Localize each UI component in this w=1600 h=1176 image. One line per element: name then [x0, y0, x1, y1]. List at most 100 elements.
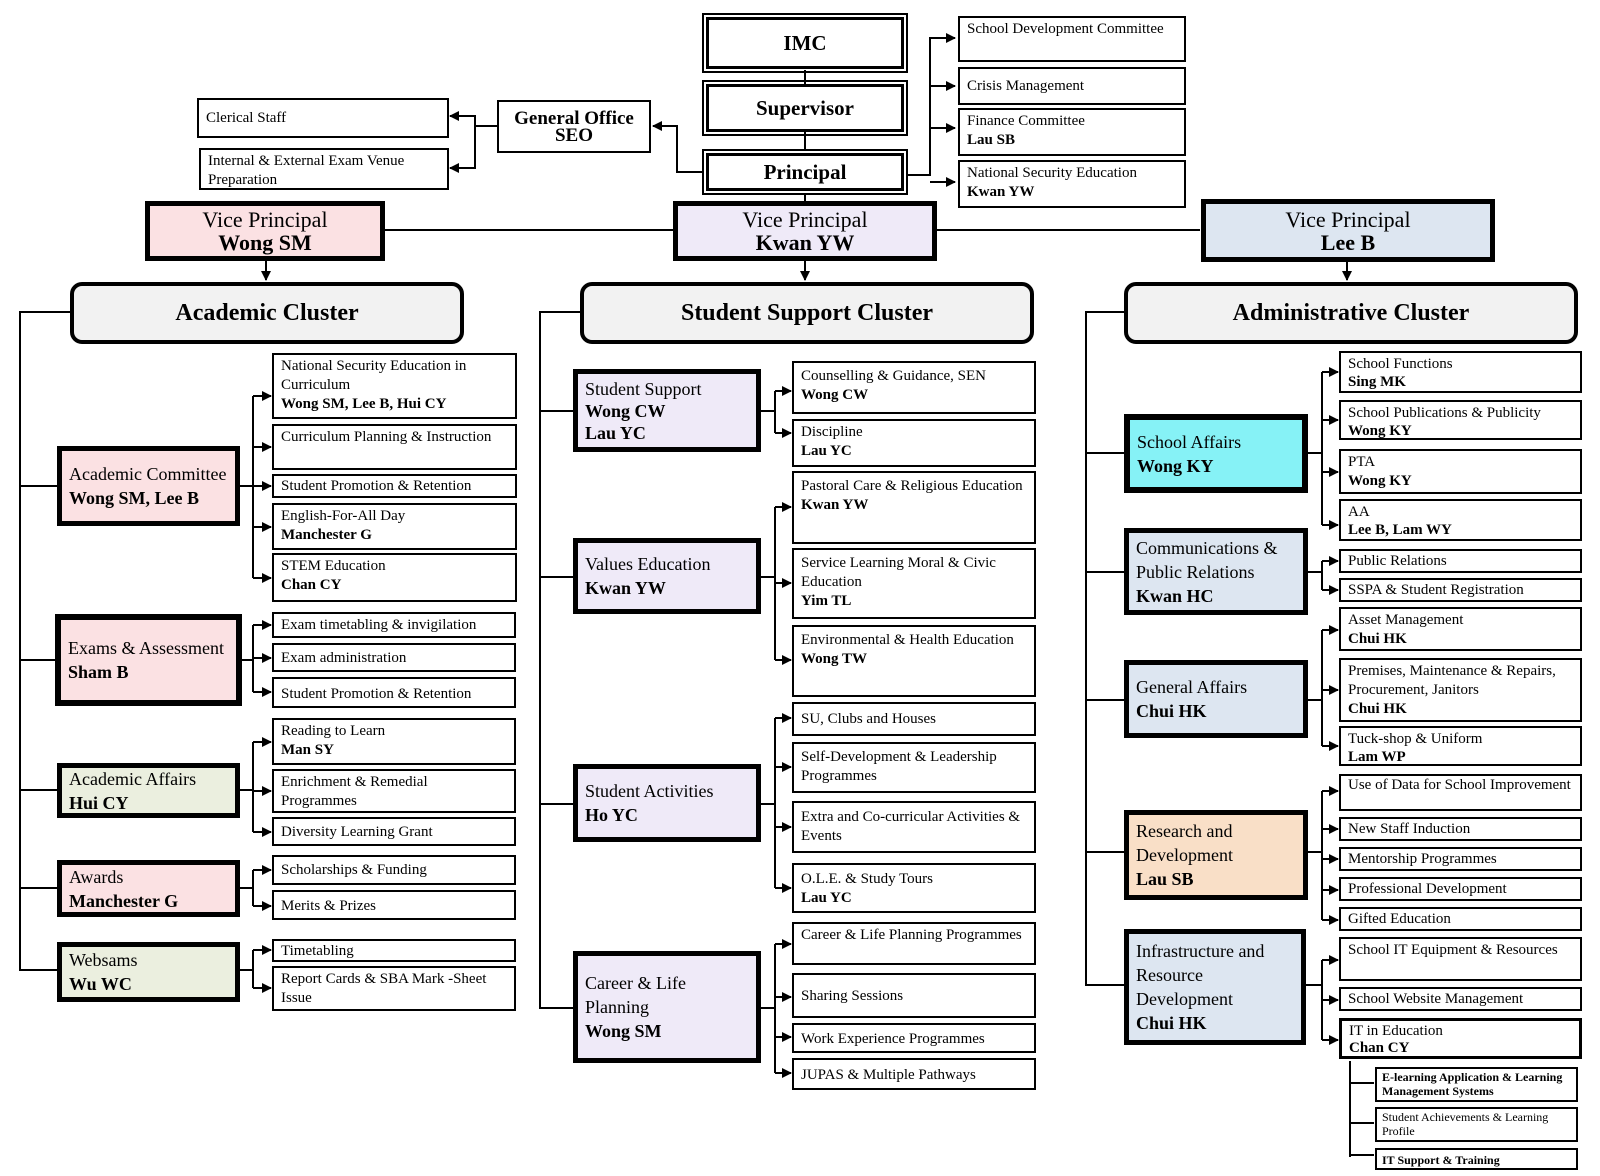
- admin-item[interactable]: Public Relations: [1339, 549, 1582, 573]
- group-lead: Wong SM, Lee B: [69, 488, 200, 508]
- item-label: Service Learning Moral & Civic Education: [801, 555, 996, 590]
- committee-school-development[interactable]: School Development Committee: [958, 16, 1186, 62]
- item-person: Sing MK: [1348, 374, 1406, 390]
- exam-venue-box[interactable]: Internal & External Exam Venue Preparati…: [199, 148, 449, 190]
- admin-cluster-header[interactable]: Administrative Cluster: [1124, 282, 1578, 344]
- item-person: Chan CY: [281, 577, 342, 593]
- support-item[interactable]: SU, Clubs and Houses: [792, 702, 1036, 736]
- admin-item[interactable]: Gifted Education: [1339, 907, 1582, 931]
- item-person: Lau YC: [801, 443, 852, 459]
- group-lead: Wong KY: [1137, 455, 1214, 476]
- item-label: Sharing Sessions: [801, 988, 904, 1004]
- admin-item[interactable]: New Staff Induction: [1339, 817, 1582, 841]
- academic-item[interactable]: Timetabling: [272, 939, 516, 962]
- academic-item[interactable]: Student Promotion & Retention: [272, 677, 516, 708]
- item-label: Premises, Maintenance & Repairs, Procure…: [1348, 663, 1556, 698]
- group-title: Infrastructure and Resource Development: [1136, 941, 1265, 1009]
- principal-box[interactable]: Principal: [702, 149, 908, 195]
- it-sub-item[interactable]: IT Support & Training: [1375, 1148, 1578, 1170]
- academic-item[interactable]: Exam administration: [272, 643, 516, 672]
- support-item[interactable]: Self-Development & Leadership Programmes: [792, 742, 1036, 793]
- committee-crisis-management[interactable]: Crisis Management: [958, 67, 1186, 105]
- support-item[interactable]: Career & Life Planning Programmes: [792, 922, 1036, 965]
- imc-label: IMC: [783, 30, 827, 55]
- clerical-staff-box[interactable]: Clerical Staff: [197, 98, 449, 138]
- supervisor-box[interactable]: Supervisor: [702, 80, 908, 136]
- admin-item[interactable]: Premises, Maintenance & Repairs, Procure…: [1339, 658, 1582, 722]
- item-label: National Security Education in Curriculu…: [281, 358, 467, 393]
- group-lead: Lau SB: [1136, 869, 1194, 889]
- imc-box[interactable]: IMC: [702, 13, 908, 73]
- admin-item[interactable]: Use of Data for School Improvement: [1339, 774, 1582, 811]
- admin-item[interactable]: SSPA & Student Registration: [1339, 578, 1582, 602]
- academic-item[interactable]: National Security Education in Curriculu…: [272, 353, 517, 419]
- item-label: English-For-All Day: [281, 508, 406, 524]
- sub-item-label: Student Achievements & Learning Profile: [1382, 1110, 1549, 1138]
- support-item[interactable]: Sharing Sessions: [792, 973, 1036, 1018]
- support-item[interactable]: Service Learning Moral & Civic Education…: [792, 548, 1036, 619]
- support-item[interactable]: Work Experience Programmes: [792, 1023, 1036, 1053]
- academic-cluster-header[interactable]: Academic Cluster: [70, 282, 464, 344]
- item-label: Student Promotion & Retention: [281, 686, 472, 702]
- support-item[interactable]: Extra and Co-curricular Activities & Eve…: [792, 801, 1036, 853]
- item-label: Diversity Learning Grant: [281, 824, 433, 840]
- support-item[interactable]: JUPAS & Multiple Pathways: [792, 1058, 1036, 1090]
- support-cluster-header[interactable]: Student Support Cluster: [580, 282, 1034, 344]
- vp-name: Kwan YW: [755, 230, 855, 255]
- academic-item[interactable]: Report Cards & SBA Mark -Sheet Issue: [272, 966, 516, 1011]
- academic-item[interactable]: Diversity Learning Grant: [272, 817, 516, 846]
- academic-item[interactable]: Scholarships & Funding: [272, 855, 516, 885]
- admin-item[interactable]: School IT Equipment & Resources: [1339, 937, 1582, 981]
- admin-item[interactable]: Professional Development: [1339, 877, 1582, 901]
- admin-item[interactable]: Mentorship Programmes: [1339, 847, 1582, 871]
- academic-item[interactable]: Enrichment & Remedial Programmes: [272, 769, 516, 813]
- academic-item[interactable]: Merits & Prizes: [272, 890, 516, 920]
- admin-item[interactable]: School Website Management: [1339, 987, 1582, 1011]
- it-sub-item[interactable]: E-learning Application & Learning Manage…: [1375, 1067, 1578, 1102]
- it-sub-item[interactable]: Student Achievements & Learning Profile: [1375, 1107, 1578, 1142]
- academic-item[interactable]: Student Promotion & Retention: [272, 474, 517, 498]
- group-title: Awards: [69, 866, 124, 887]
- academic-item[interactable]: Curriculum Planning & Instruction: [272, 424, 517, 470]
- item-label: School Website Management: [1348, 991, 1524, 1007]
- item-label: Enrichment & Remedial Programmes: [281, 774, 428, 809]
- academic-item[interactable]: Exam timetabling & invigilation: [272, 612, 516, 638]
- item-person: Chui HK: [1348, 701, 1407, 717]
- vp-name: Lee B: [1320, 229, 1376, 255]
